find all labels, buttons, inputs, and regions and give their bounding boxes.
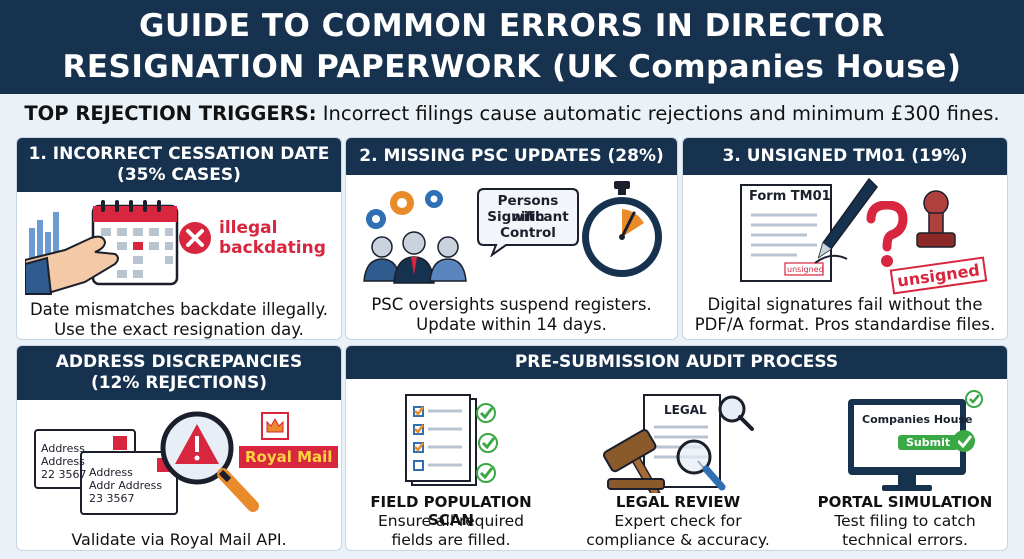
magnifier-warning-icon (160, 411, 259, 512)
address-caption: Validate via Royal Mail API. (71, 530, 287, 549)
card-address-discrepancies: ADDRESS DISCREPANCIES (12% REJECTIONS) A… (16, 345, 342, 551)
cessation-title-line-1: 1. INCORRECT CESSATION DATE (28, 144, 330, 164)
env1-line-1: Address (41, 442, 85, 455)
cessation-caption-1: Date mismatches backdate illegally. (29, 300, 329, 319)
card-psc-title: 2. MISSING PSC UPDATES (28%) (346, 138, 677, 175)
step-1-line-1: Ensure all required (378, 512, 524, 530)
gavel-legal-icon (603, 394, 754, 493)
cessation-title-line-2: (35% CASES) (117, 165, 241, 185)
form-document-icon (740, 184, 832, 282)
royal-mail-logo: Royal Mail (239, 446, 339, 468)
tm01-caption-1: Digital signatures fail without the (707, 295, 983, 314)
checklist-icon (405, 394, 498, 486)
speech-bubble-icon (477, 188, 579, 257)
rubber-stamp-icon (916, 190, 956, 248)
card-cessation-title: 1. INCORRECT CESSATION DATE (35% CASES) (17, 138, 341, 192)
companies-house-label: Companies House (862, 413, 973, 426)
card-cessation-date: 1. INCORRECT CESSATION DATE (35% CASES) (16, 137, 342, 340)
card-audit-title: PRE-SUBMISSION AUDIT PROCESS (346, 346, 1007, 379)
crown-icon (261, 412, 289, 440)
psc-caption-2: Update within 14 days. (416, 315, 607, 334)
card-psc-updates: 2. MISSING PSC UPDATES (28%) Persons wit… (345, 137, 678, 340)
bubble-text-2: Significant (487, 209, 569, 225)
tm01-caption-2: PDF/A format. Pros standardise files. (694, 315, 996, 334)
form-tm01-label: Form TM01 (749, 189, 831, 204)
page-title-line-2: RESIGNATION PAPERWORK (UK Companies Hous… (62, 49, 962, 85)
step-1-line-2: fields are filled. (391, 531, 511, 549)
pen-icon (814, 177, 878, 264)
rejection-triggers-banner: TOP REJECTION TRIGGERS: Incorrect filing… (0, 96, 1024, 132)
question-mark-icon (866, 201, 908, 267)
card-audit-process: PRE-SUBMISSION AUDIT PROCESS FIELD POPUL… (345, 345, 1008, 551)
card-unsigned-tm01: 3. UNSIGNED TM01 (19%) Form TM01 unsigne… (682, 137, 1008, 340)
cessation-caption-2: Use the exact resignation day. (54, 320, 304, 339)
env1-line-2: Address (41, 455, 85, 468)
triggers-text: Incorrect filings cause automatic reject… (316, 102, 1000, 125)
calendar-hand-icon (25, 200, 179, 295)
bubble-text-3: Control (500, 225, 556, 241)
gears-people-icon (363, 190, 467, 284)
stopwatch-icon (582, 181, 662, 277)
card-tm01-title: 3. UNSIGNED TM01 (19%) (683, 138, 1007, 175)
page-title-line-1: GUIDE TO COMMON ERRORS IN DIRECTOR (139, 8, 885, 44)
page-header: GUIDE TO COMMON ERRORS IN DIRECTOR RESIG… (0, 0, 1024, 94)
small-unsigned-stamp: unsigned (787, 265, 824, 274)
step-2-line-1: Expert check for (614, 512, 742, 530)
psc-caption-1: PSC oversights suspend registers. (371, 295, 652, 314)
error-x-icon (179, 222, 211, 254)
step-2-title: LEGAL REVIEW (615, 493, 741, 511)
env2-line-2: Addr Address (89, 479, 163, 492)
step-3-line-2: technical errors. (842, 531, 968, 549)
address-title-line-2: (12% REJECTIONS) (90, 373, 268, 393)
address-title-line-1: ADDRESS DISCREPANCIES (55, 352, 303, 372)
card-address-title: ADDRESS DISCREPANCIES (12% REJECTIONS) (17, 346, 341, 400)
envelopes-icon (34, 429, 178, 515)
step-2-line-2: compliance & accuracy. (586, 531, 770, 549)
step-3-line-1: Test filing to catch (834, 512, 976, 530)
env2-line-3: 23 3567 (89, 492, 135, 505)
env2-line-1: Address (89, 466, 133, 479)
bubble-text-1: Persons with (497, 193, 559, 225)
step-1-title: FIELD POPULATION SCAN (370, 493, 532, 529)
triggers-label: TOP REJECTION TRIGGERS: (24, 102, 317, 125)
badge-illegal: illegal (219, 218, 278, 238)
submit-button[interactable]: Submit (898, 435, 959, 450)
step-3-title: PORTAL SIMULATION (817, 493, 993, 511)
legal-doc-label: LEGAL (664, 403, 707, 417)
env1-line-3: 22 3567 (41, 468, 87, 481)
badge-backdating: backdating (219, 238, 326, 258)
